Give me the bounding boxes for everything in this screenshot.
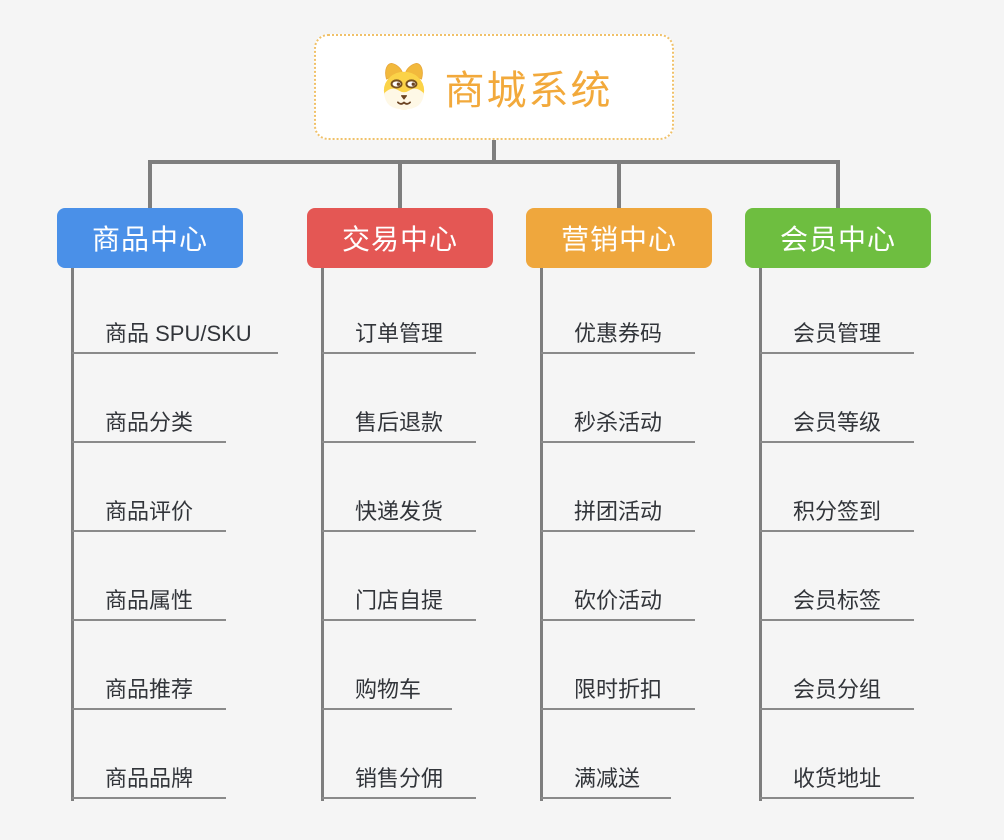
child-node[interactable]: 积分签到	[760, 486, 914, 532]
branch-node-members[interactable]: 会员中心	[745, 208, 931, 268]
branch-column-trade: 交易中心 订单管理 售后退款 快递发货 门店自提 购物车 销售分佣	[307, 0, 607, 840]
child-node[interactable]: 会员分组	[760, 664, 914, 710]
branch-column-marketing: 营销中心 优惠券码 秒杀活动 拼团活动 砍价活动 限时折扣 满减送	[526, 0, 826, 840]
connector-drop-branch-3	[836, 160, 840, 210]
child-node[interactable]: 商品品牌	[72, 753, 226, 799]
branch-node-trade[interactable]: 交易中心	[307, 208, 493, 268]
branch-trunk-line	[321, 268, 324, 801]
child-node[interactable]: 商品属性	[72, 575, 226, 621]
child-node[interactable]: 订单管理	[322, 308, 476, 354]
child-node[interactable]: 收货地址	[760, 753, 914, 799]
connector-drop-branch-1	[398, 160, 402, 210]
connector-drop-branch-2	[617, 160, 621, 210]
connector-horizontal-bar	[148, 160, 840, 164]
root-node[interactable]: 商城系统	[314, 34, 674, 140]
branch-trunk-line	[71, 268, 74, 801]
branch-column-products: 商品中心 商品 SPU/SKU 商品分类 商品评价 商品属性 商品推荐 商品品牌	[57, 0, 357, 840]
child-node[interactable]: 商品评价	[72, 486, 226, 532]
child-node[interactable]: 满减送	[541, 753, 671, 799]
child-node[interactable]: 秒杀活动	[541, 397, 695, 443]
child-node[interactable]: 拼团活动	[541, 486, 695, 532]
branch-trunk-line	[540, 268, 543, 801]
child-node[interactable]: 会员标签	[760, 575, 914, 621]
child-node[interactable]: 优惠券码	[541, 308, 695, 354]
child-node[interactable]: 限时折扣	[541, 664, 695, 710]
connector-root-stem	[492, 140, 496, 162]
child-node[interactable]: 砍价活动	[541, 575, 695, 621]
child-node[interactable]: 售后退款	[322, 397, 476, 443]
child-node[interactable]: 门店自提	[322, 575, 476, 621]
child-node[interactable]: 购物车	[322, 664, 452, 710]
root-title: 商城系统	[444, 69, 613, 113]
child-node[interactable]: 销售分佣	[322, 753, 476, 799]
child-node[interactable]: 商品分类	[72, 397, 226, 443]
child-node[interactable]: 会员等级	[760, 397, 914, 443]
connector-drop-branch-0	[148, 160, 152, 210]
child-node[interactable]: 快递发货	[322, 486, 476, 532]
child-node[interactable]: 商品 SPU/SKU	[72, 308, 278, 354]
branch-node-products[interactable]: 商品中心	[57, 208, 243, 268]
child-node[interactable]: 会员管理	[760, 308, 914, 354]
branch-node-marketing[interactable]: 营销中心	[526, 208, 712, 268]
branch-trunk-line	[759, 268, 762, 801]
branch-column-members: 会员中心 会员管理 会员等级 积分签到 会员标签 会员分组 收货地址	[745, 0, 1004, 840]
child-node[interactable]: 商品推荐	[72, 664, 226, 710]
shiba-dog-icon	[383, 62, 424, 110]
